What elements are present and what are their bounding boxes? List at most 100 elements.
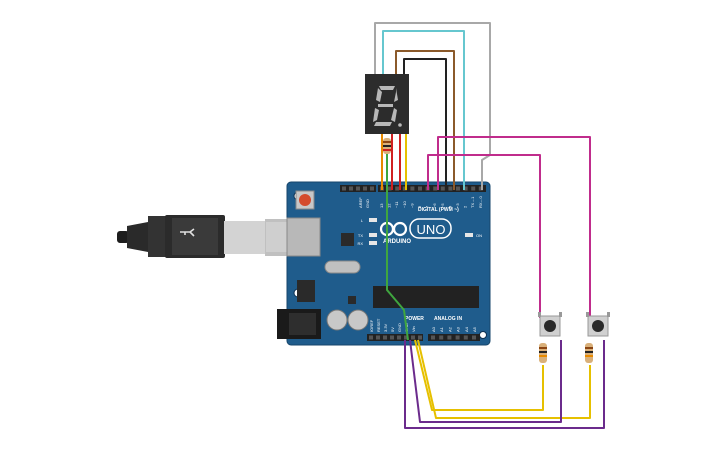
header-pin[interactable] [448, 186, 453, 191]
header-pin[interactable] [397, 335, 401, 340]
header-pin[interactable] [387, 186, 392, 191]
header-pin[interactable] [410, 186, 415, 191]
power-label: POWER [405, 316, 424, 322]
push-button-2[interactable] [586, 312, 610, 337]
usb-port [286, 217, 321, 257]
header-pin[interactable] [431, 335, 435, 340]
header-pin[interactable] [404, 335, 408, 340]
crystal [324, 260, 361, 274]
pin-label-digital: 7 [425, 205, 430, 208]
header-pin[interactable] [455, 335, 460, 340]
header-pin[interactable] [342, 186, 346, 191]
wire-brown [395, 50, 455, 190]
pin-label-power: IOREF [369, 319, 374, 332]
pin-label-aref: AREF [358, 197, 363, 208]
header-pin[interactable] [402, 186, 407, 191]
pin-label-gnd: GND [365, 199, 370, 208]
wire-yellow-1 [414, 339, 544, 411]
wire-purple-2 [409, 339, 562, 423]
pin-label-digital: ~10 [402, 200, 407, 208]
wire-gray [374, 22, 491, 190]
pin-label-digital: RX←0 [478, 195, 483, 208]
pin-label-power: Vin [411, 326, 416, 332]
model-badge [409, 218, 452, 239]
header-pin[interactable] [463, 186, 468, 191]
header-pin[interactable] [411, 335, 415, 340]
header-pin[interactable] [472, 335, 476, 340]
led-tx [369, 233, 377, 237]
header-pin[interactable] [390, 335, 394, 340]
header-pin[interactable] [433, 186, 438, 191]
usb-chip [341, 233, 354, 246]
push-button-1[interactable] [538, 312, 562, 337]
header-power [367, 334, 423, 341]
header-pin[interactable] [349, 186, 353, 191]
header-pin[interactable] [363, 186, 367, 191]
pin-label-digital: 13 [379, 203, 384, 208]
led-tx-label: TX [358, 233, 363, 238]
capacitor [347, 309, 369, 331]
pin-label-analog: A2 [447, 326, 452, 332]
voltage-regulator [297, 280, 315, 302]
resistor-display[interactable] [383, 138, 391, 154]
header-pin[interactable] [456, 186, 460, 191]
header-pin[interactable] [418, 335, 422, 340]
pin-label-power: 5V [390, 327, 395, 332]
led-on-label: ON [476, 233, 482, 238]
led-rx-label: RX [357, 241, 363, 246]
power-jack [277, 309, 321, 339]
pin-label-power: GND [397, 323, 402, 332]
header-pin[interactable] [395, 186, 400, 191]
pin-label-power: RESET [376, 318, 381, 332]
header-pin[interactable] [369, 335, 373, 340]
header-pin[interactable] [471, 186, 476, 191]
analog-label: ANALOG IN [434, 316, 462, 322]
atmega-chip [373, 286, 479, 308]
capacitor [326, 309, 348, 331]
model-label: UNO [417, 222, 446, 237]
header-pin[interactable] [478, 186, 483, 191]
header-analog [428, 334, 480, 341]
led-l [369, 218, 377, 222]
pin-label-digital: ~6 [432, 203, 437, 208]
header-pin[interactable] [439, 335, 444, 340]
pin-label-digital: 2 [463, 205, 468, 208]
wire-magenta-2 [437, 136, 591, 318]
header-pin[interactable] [376, 335, 380, 340]
pin-label-analog: A4 [464, 326, 469, 332]
header-pin[interactable] [463, 335, 468, 340]
led-l-label: L [361, 218, 364, 223]
header-pin[interactable] [370, 186, 374, 191]
pin-label-digital: 12 [387, 203, 392, 208]
reset-button[interactable] [295, 190, 315, 210]
pin-label-analog: A3 [456, 326, 461, 332]
wire-yellow-2 [417, 339, 591, 419]
header-digital [378, 185, 486, 192]
pin-label-analog: A1 [439, 326, 444, 332]
header-pin[interactable] [356, 186, 360, 191]
resistor-button-2[interactable] [585, 343, 593, 363]
header-pin[interactable] [418, 186, 422, 191]
pin-label-analog: A5 [472, 326, 477, 332]
pin-label-power: 3.3V [383, 323, 388, 332]
wire-black [403, 58, 447, 190]
header-pin[interactable] [447, 335, 452, 340]
pin-label-analog: A0 [431, 326, 436, 332]
wires[interactable] [374, 22, 605, 429]
header-pin[interactable] [440, 186, 445, 191]
pin-label-digital: ~9 [409, 203, 414, 208]
seven-segment-display[interactable]: 8 [0, 0, 409, 134]
header-pin[interactable] [383, 335, 387, 340]
brand-label: ARDUINO [383, 239, 411, 245]
wire-magenta-1 [427, 154, 541, 318]
pin-label-digital: TX→1 [470, 196, 475, 208]
led-rx [369, 241, 377, 245]
pin-label-digital: ~11 [394, 201, 399, 208]
pin-label-digital: 8 [417, 205, 422, 208]
pin-label-digital: ~3 [455, 203, 460, 208]
resistor-button-1[interactable] [539, 343, 547, 363]
arduino-uno-board[interactable]: L TX RX ON ARDUINO UNO DIGITAL (PWM ~) P… [277, 181, 491, 346]
wire-cyan [382, 30, 465, 190]
